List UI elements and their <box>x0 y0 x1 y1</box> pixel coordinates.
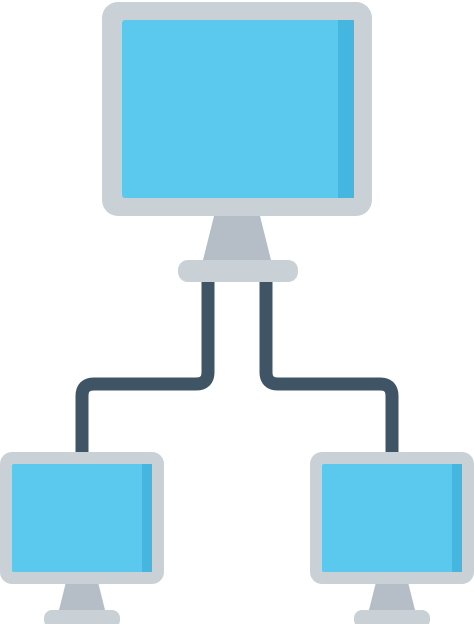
main-monitor-screen <box>122 20 354 198</box>
network-cables <box>75 280 399 458</box>
left-monitor-base <box>44 610 120 624</box>
right-monitor-stand <box>368 582 416 614</box>
left-monitor-screen <box>12 464 152 572</box>
left-monitor-screen-shade <box>142 464 152 572</box>
left-monitor <box>0 452 164 624</box>
right-monitor-screen <box>322 464 462 572</box>
cable-left <box>75 280 215 458</box>
right-monitor-screen-shade <box>452 464 462 572</box>
right-monitor-base <box>354 610 430 624</box>
left-monitor-stand <box>58 582 106 614</box>
main-monitor <box>102 2 372 282</box>
main-monitor-base <box>178 260 298 282</box>
cable-right <box>259 280 399 458</box>
right-monitor <box>310 452 474 624</box>
main-monitor-screen-shade <box>338 20 354 198</box>
main-monitor-stand <box>202 216 272 264</box>
